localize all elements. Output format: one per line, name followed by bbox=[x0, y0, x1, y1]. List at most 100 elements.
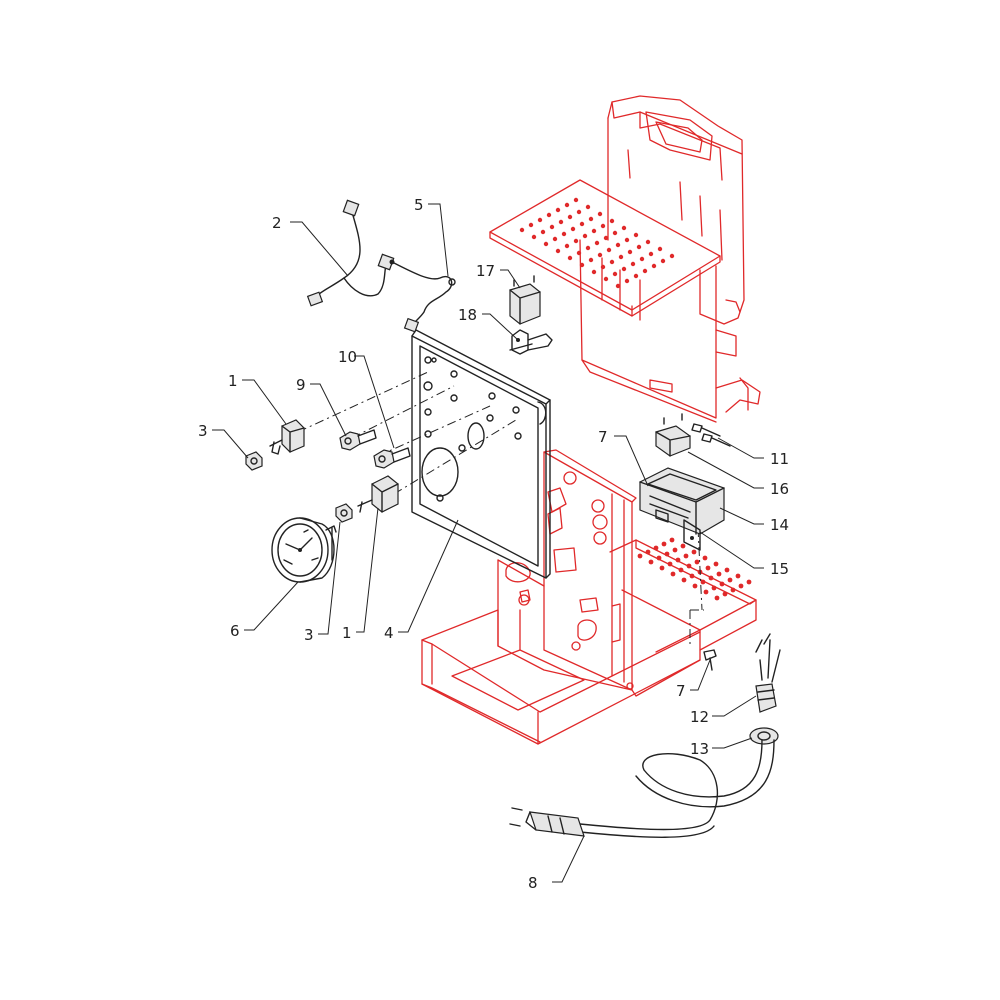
callout-3-upper: 3 bbox=[198, 422, 208, 440]
perforation-hole bbox=[576, 209, 582, 215]
fitting-9 bbox=[373, 447, 411, 469]
perforation-hole bbox=[531, 234, 537, 240]
perforation-hole bbox=[636, 244, 642, 250]
perforation-hole bbox=[564, 243, 570, 249]
perforation-hole bbox=[678, 567, 684, 573]
callout-labels: 2 5 17 18 10 1 9 3 7 11 16 14 15 6 3 1 4… bbox=[198, 196, 789, 892]
perforation-hole bbox=[588, 216, 594, 222]
perforation-hole bbox=[606, 247, 612, 253]
perforation-hole bbox=[558, 219, 564, 225]
callout-11: 12 bbox=[690, 708, 709, 726]
callout-5: 5 bbox=[414, 196, 424, 214]
assembly-lines bbox=[297, 371, 704, 648]
screws-10 bbox=[691, 423, 731, 447]
perforation-hole bbox=[702, 555, 708, 561]
perforation-hole bbox=[660, 258, 666, 264]
cable-gland-11 bbox=[755, 633, 781, 713]
perforation-hole bbox=[561, 231, 567, 237]
perforation-hole bbox=[669, 537, 675, 543]
perforation-hole bbox=[567, 255, 573, 261]
callout-7-lower: 7 bbox=[676, 682, 686, 700]
perforation-hole bbox=[672, 547, 678, 553]
perforation-hole bbox=[708, 575, 714, 581]
perforation-hole bbox=[573, 197, 579, 203]
perforation-hole bbox=[540, 229, 546, 235]
perforation-hole bbox=[621, 266, 627, 272]
perforation-hole bbox=[700, 579, 706, 585]
grille-holes-floor bbox=[637, 537, 752, 601]
perforation-hole bbox=[722, 591, 728, 597]
callout-3-lower: 3 bbox=[304, 626, 314, 644]
callout-1-lower: 1 bbox=[342, 624, 352, 642]
perforation-hole bbox=[585, 204, 591, 210]
front-panel bbox=[411, 329, 551, 579]
toggle-switch-1a bbox=[269, 419, 305, 455]
main-chassis bbox=[421, 449, 757, 745]
perforation-hole bbox=[713, 561, 719, 567]
perforation-hole bbox=[621, 225, 627, 231]
perforation-hole bbox=[714, 595, 720, 601]
perforation-hole bbox=[689, 573, 695, 579]
nut-3a bbox=[245, 451, 263, 471]
callout-17: 17 bbox=[476, 262, 495, 280]
perforation-hole bbox=[546, 212, 552, 218]
callout-8: 9 bbox=[296, 376, 306, 394]
perforation-hole bbox=[642, 268, 648, 274]
callout-18: 18 bbox=[458, 306, 477, 324]
perforation-hole bbox=[564, 202, 570, 208]
relay-box-14 bbox=[639, 467, 725, 551]
callout-6: 6 bbox=[230, 622, 240, 640]
perforation-hole bbox=[727, 577, 733, 583]
leader-lines bbox=[212, 203, 764, 883]
perforation-hole bbox=[670, 571, 676, 577]
perforation-hole bbox=[609, 259, 615, 265]
perforation-hole bbox=[661, 541, 667, 547]
perforation-hole bbox=[633, 232, 639, 238]
gland-nut-12 bbox=[749, 727, 779, 745]
nut-3b bbox=[335, 503, 353, 523]
top-grille-plate bbox=[489, 179, 761, 423]
callout-13: 8 bbox=[528, 874, 538, 892]
perforation-hole bbox=[653, 545, 659, 551]
perforation-hole bbox=[627, 249, 633, 255]
perforation-hole bbox=[648, 251, 654, 257]
perforation-hole bbox=[675, 557, 681, 563]
toggle-switch-1b bbox=[357, 475, 399, 513]
perforation-hole bbox=[711, 585, 717, 591]
callout-15: 15 bbox=[770, 560, 789, 578]
perforation-hole bbox=[746, 579, 752, 585]
water-tank bbox=[607, 95, 745, 325]
callout-1-upper: 1 bbox=[228, 372, 238, 390]
perforation-hole bbox=[680, 543, 686, 549]
perforation-hole bbox=[600, 223, 606, 229]
perforation-hole bbox=[543, 241, 549, 247]
perforation-hole bbox=[645, 239, 651, 245]
perforation-hole bbox=[591, 269, 597, 275]
relay-17 bbox=[509, 275, 541, 325]
perforation-hole bbox=[719, 581, 725, 587]
perforation-hole bbox=[594, 240, 600, 246]
pressure-gauge-6 bbox=[271, 517, 337, 583]
grille-holes-top bbox=[519, 197, 675, 289]
perforation-hole bbox=[549, 224, 555, 230]
perforation-hole bbox=[609, 218, 615, 224]
connector-18 bbox=[509, 329, 553, 355]
perforation-hole bbox=[624, 237, 630, 243]
power-cord-13 bbox=[509, 739, 775, 838]
perforation-hole bbox=[664, 551, 670, 557]
perforation-hole bbox=[579, 221, 585, 227]
callout-10: 11 bbox=[770, 450, 789, 468]
perforation-hole bbox=[703, 589, 709, 595]
perforation-hole bbox=[686, 563, 692, 569]
perforation-hole bbox=[612, 271, 618, 277]
wire-5 bbox=[389, 259, 456, 333]
perforation-hole bbox=[597, 252, 603, 258]
perforation-hole bbox=[694, 559, 700, 565]
perforation-hole bbox=[552, 236, 558, 242]
fitting-8 bbox=[339, 429, 377, 451]
perforation-hole bbox=[656, 555, 662, 561]
perforation-hole bbox=[735, 573, 741, 579]
perforation-hole bbox=[570, 226, 576, 232]
callout-4: 4 bbox=[384, 624, 394, 642]
